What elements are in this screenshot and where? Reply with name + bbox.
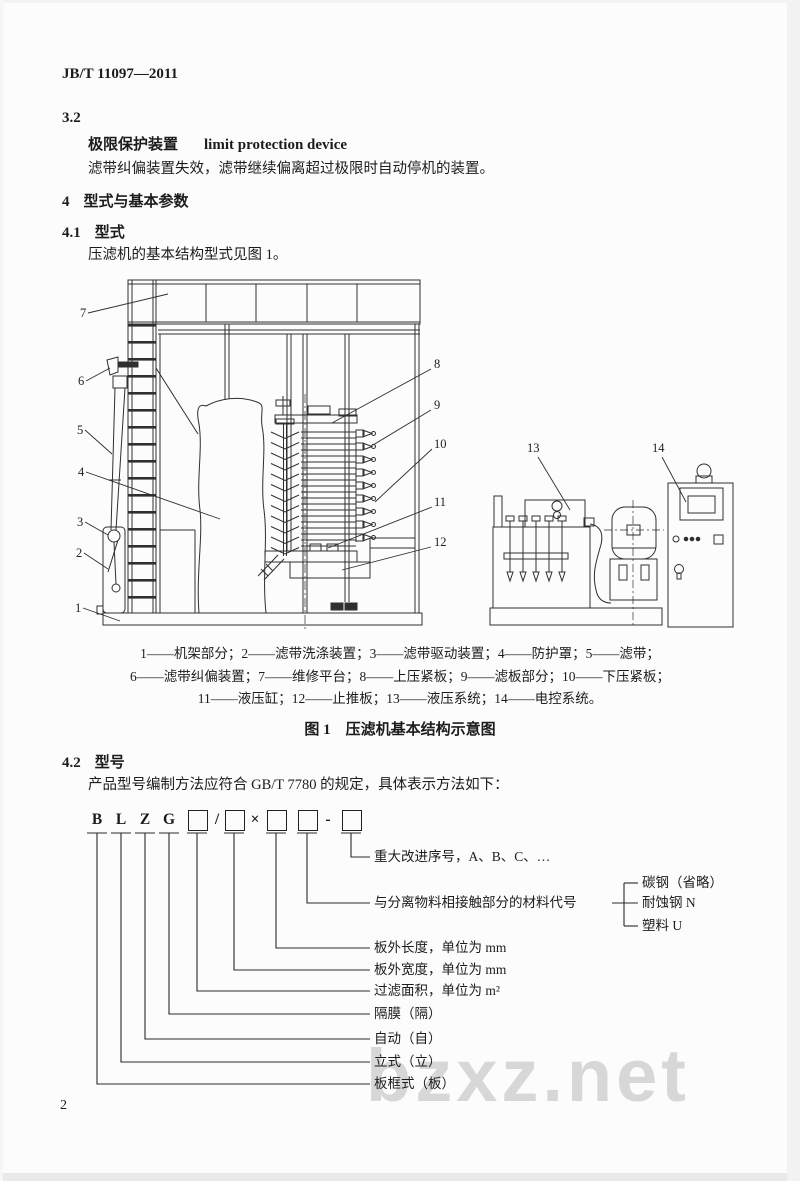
designation-connector-lines <box>87 832 638 1085</box>
code-char-Z: Z <box>139 811 151 828</box>
section-4-1-body: 压滤机的基本结构型式见图 1。 <box>88 247 288 263</box>
code-times: × <box>250 811 260 828</box>
callout-2: 2 <box>76 546 82 560</box>
figure-1-drawing: 1 2 3 4 5 6 7 8 9 10 11 12 13 14 <box>70 272 790 642</box>
callout-9: 9 <box>434 398 440 412</box>
material-carbon-steel: 碳钢（省略） <box>642 875 723 890</box>
section-4-number: 4 <box>62 194 70 210</box>
code-box-2 <box>225 810 245 831</box>
code-slash: / <box>214 811 220 828</box>
callout-6: 6 <box>78 374 84 388</box>
material-plastic: 塑料 U <box>642 918 683 933</box>
callout-leaders <box>82 293 687 622</box>
callout-4: 4 <box>78 465 85 479</box>
callout-10: 10 <box>434 437 447 451</box>
protective-cover <box>197 397 267 614</box>
hydraulic-unit <box>489 495 664 628</box>
code-char-L: L <box>115 811 127 828</box>
callout-8: 8 <box>434 357 440 371</box>
callout-3: 3 <box>77 515 83 529</box>
figure-caption: 图 1 压滤机基本结构示意图 <box>304 722 496 738</box>
branch-automatic: 自动（自） <box>374 1031 442 1046</box>
section-4-2-number: 4.2 <box>62 755 81 771</box>
code-char-G: G <box>162 811 176 828</box>
section-4-1-number: 4.1 <box>62 225 81 241</box>
scan-shade-bottom <box>0 1173 800 1181</box>
callout-5: 5 <box>77 423 83 437</box>
callout-13: 13 <box>527 441 540 455</box>
callout-numbers: 1 2 3 4 5 6 7 8 9 10 11 12 13 14 <box>75 306 665 615</box>
figure-legend: 1——机架部分；2——滤带洗涤装置；3——滤带驱动装置；4——防护罩；5——滤带… <box>60 643 740 711</box>
scan-shade-left <box>0 0 3 1181</box>
code-box-3 <box>267 810 287 831</box>
branch-plate-width: 板外宽度，单位为 mm <box>374 962 507 977</box>
section-3-2-number: 3.2 <box>62 110 81 126</box>
branch-filter-area: 过滤面积，单位为 m² <box>374 983 500 998</box>
watermark: bzxz.net <box>366 1034 690 1117</box>
branch-plate-length: 板外长度，单位为 mm <box>374 940 507 955</box>
callout-12: 12 <box>434 535 447 549</box>
section-4-2-body: 产品型号编制方法应符合 GB/T 7780 的规定，具体表示方法如下： <box>88 777 509 793</box>
term-definition: 滤带纠偏装置失效，滤带继续偏离超过极限时自动停机的装置。 <box>88 161 494 177</box>
legend-line-3: 11——液压缸；12——止推板；13——液压系统；14——电控系统。 <box>197 691 603 706</box>
code-char-B: B <box>91 811 103 828</box>
section-4-title: 型式与基本参数 <box>83 194 189 210</box>
legend-line-2: 6——滤带纠偏装置；7——维修平台；8——上压紧板；9——滤板部分；10——下压… <box>130 668 670 684</box>
ladder-rungs <box>128 324 156 599</box>
branch-plate-frame: 板框式（板） <box>374 1076 455 1091</box>
model-designation-diagram: B L Z G / × - 重大改进序号，A、B、C、… 与分离物料相接触部分的… <box>0 795 800 1107</box>
term-en: limit protection device <box>204 137 348 153</box>
branch-diaphragm: 隔膜（隔） <box>374 1006 442 1021</box>
term-line: 极限保护装置 limit protection device <box>88 133 347 154</box>
branch-vertical: 立式（立） <box>374 1054 442 1069</box>
section-4-1-heading: 4.1 型式 <box>62 221 125 242</box>
branch-improvement-serial: 重大改进序号，A、B、C、… <box>374 849 551 864</box>
code-box-5 <box>342 810 362 831</box>
section-4-2-heading: 4.2 型号 <box>62 751 125 772</box>
callout-11: 11 <box>434 495 446 509</box>
scan-shade-right <box>787 0 800 1181</box>
standard-code-header: JB/T 11097—2011 <box>62 66 179 82</box>
filter-press-diagram: 1 2 3 4 5 6 7 8 9 10 11 12 13 14 <box>75 279 734 632</box>
legend-line-1: 1——机架部分；2——滤带洗涤装置；3——滤带驱动装置；4——防护罩；5——滤带… <box>140 646 660 661</box>
code-box-4 <box>298 810 318 831</box>
branch-material-code: 与分离物料相接触部分的材料代号 <box>374 895 577 910</box>
section-4-1-title: 型式 <box>94 225 125 241</box>
callout-7: 7 <box>80 306 86 320</box>
nozzle-stack <box>355 429 376 542</box>
material-corrosion-steel: 耐蚀钢 N <box>642 895 696 910</box>
code-dash: - <box>325 811 331 828</box>
scan-shade-top <box>0 0 800 3</box>
section-4-heading: 4 型式与基本参数 <box>62 190 189 211</box>
code-box-1 <box>188 810 208 831</box>
section-4-2-title: 型号 <box>94 755 125 771</box>
term-cn: 极限保护装置 <box>88 137 179 153</box>
callout-14: 14 <box>652 441 665 455</box>
callout-1: 1 <box>75 601 81 615</box>
page-number: 2 <box>60 1098 67 1113</box>
control-cabinet <box>667 463 734 628</box>
